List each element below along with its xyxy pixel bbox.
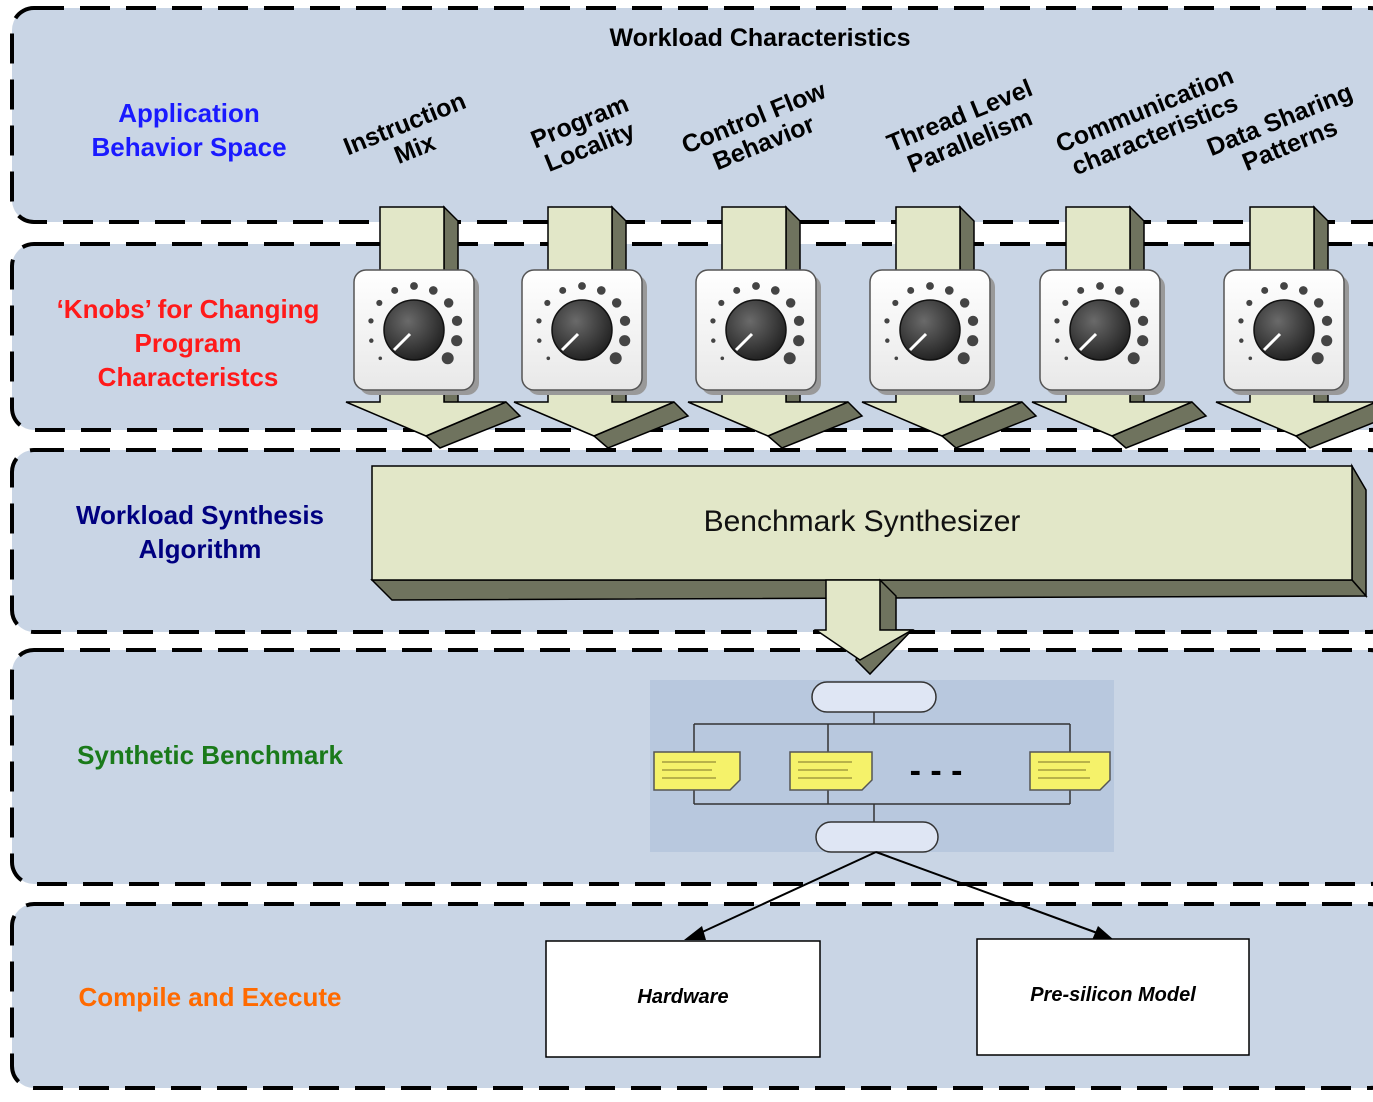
knobs-label-line1: ‘Knobs’ for Changing: [56, 294, 320, 324]
code-block-note: [653, 751, 741, 791]
synthesis-label-line1: Workload Synthesis: [75, 500, 325, 530]
knob-icon: [353, 269, 479, 395]
benchmark-band-label: Synthetic Benchmark: [77, 740, 343, 770]
band-knobs: [10, 242, 1373, 432]
synthesis-band-label: Workload Synthesis Algorithm: [40, 498, 360, 566]
flowchart: - - -: [650, 680, 1114, 853]
application-label-line1: Application: [118, 98, 260, 128]
knob-icon: [695, 269, 821, 395]
hardware-box: [545, 940, 821, 1058]
knob-icon: [521, 269, 647, 395]
application-band-label: Application Behavior Space: [44, 96, 334, 164]
application-label-line2: Behavior Space: [91, 132, 287, 162]
code-block-note: [1029, 751, 1111, 791]
presilicon-box: [976, 938, 1250, 1056]
benchmark-synthesizer-block: [370, 463, 1368, 676]
benchmark-synthesizer-label: Benchmark Synthesizer: [703, 505, 1021, 538]
compile-band-label: Compile and Execute: [78, 982, 342, 1012]
presilicon-model-label: Pre-silicon Model: [1030, 984, 1196, 1006]
output-edges: [545, 851, 1250, 1058]
knob-icon: [869, 269, 995, 395]
knobs-band-label: ‘Knobs’ for Changing Program Characteris…: [18, 292, 358, 394]
code-block-note: [789, 751, 873, 791]
knobs-label-line3: Characteristcs: [97, 362, 279, 392]
ellipsis: - - -: [910, 752, 963, 790]
start-node: [811, 681, 937, 713]
synthesis-label-line2: Algorithm: [138, 534, 262, 564]
knob-icon: [1039, 269, 1165, 395]
knob-icon: [1223, 269, 1349, 395]
knobs-layer: [353, 269, 1349, 395]
band-application: [10, 6, 1373, 224]
knobs-label-line2: Program: [134, 328, 242, 358]
workload-characteristics-heading: Workload Characteristics: [609, 24, 911, 52]
hardware-label: Hardware: [637, 986, 729, 1008]
end-node: [815, 821, 939, 853]
